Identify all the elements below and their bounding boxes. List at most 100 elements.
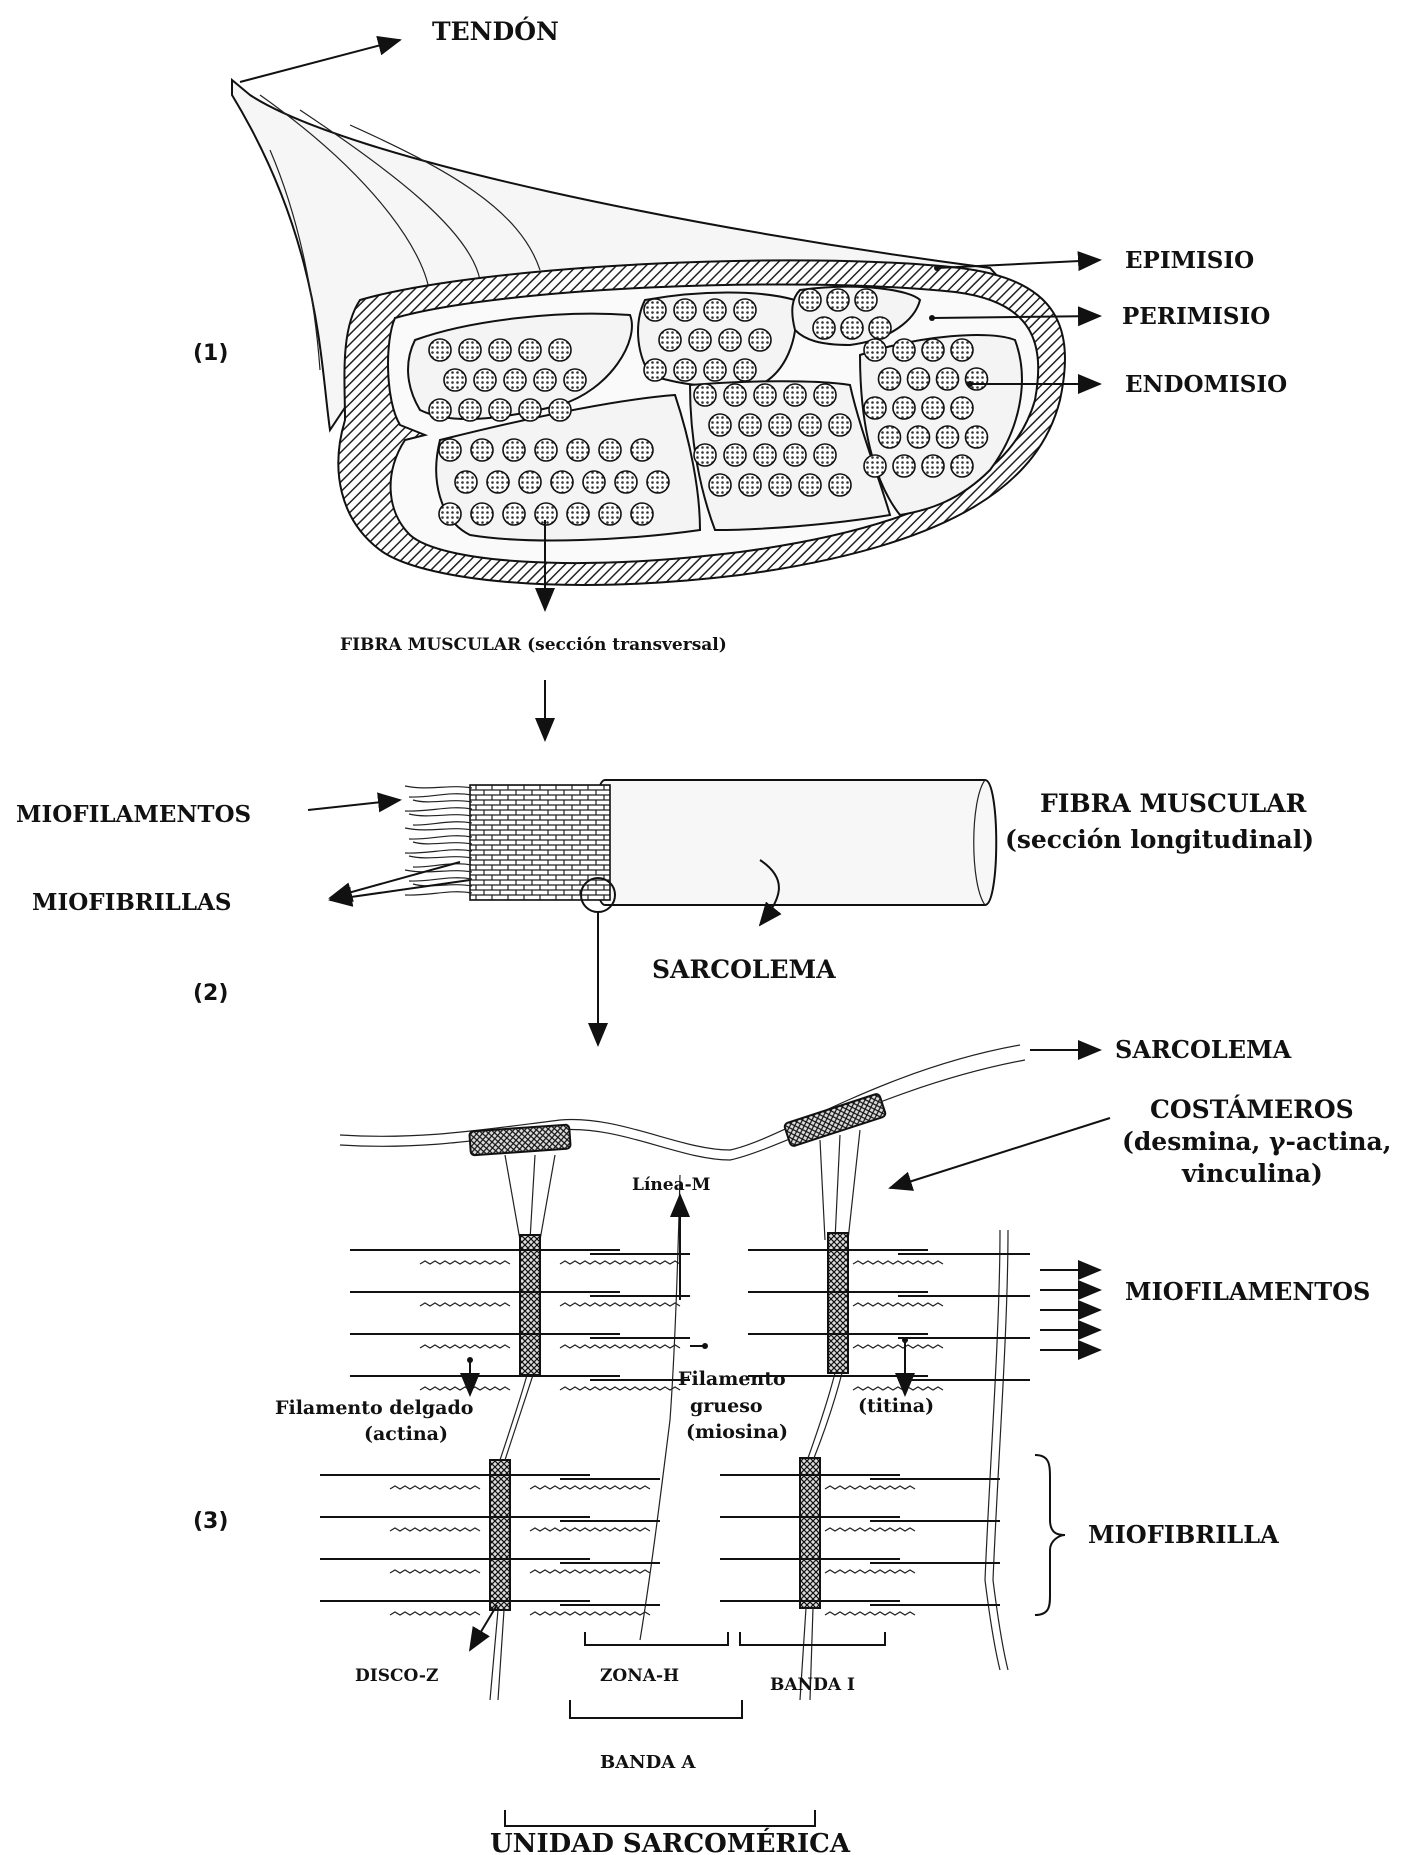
muscle-fiber <box>841 317 863 339</box>
label-disco-z: DISCO-Z <box>355 1666 438 1686</box>
z-disc <box>490 1460 510 1610</box>
muscle-fiber <box>694 384 716 406</box>
muscle-fiber <box>799 289 821 311</box>
z-disc <box>800 1458 820 1608</box>
muscle-fiber <box>549 399 571 421</box>
muscle-fiber <box>583 471 605 493</box>
label-sarcolema-mid: SARCOLEMA <box>652 955 836 984</box>
label-section-2: (2) <box>193 981 228 1006</box>
muscle-fiber <box>769 414 791 436</box>
sarcomere-pointers <box>467 1270 1100 1826</box>
label-titina: (titina) <box>858 1395 934 1417</box>
muscle-fiber <box>474 369 496 391</box>
muscle-fiber <box>784 444 806 466</box>
costamere-right <box>784 1093 887 1147</box>
muscle-fiber <box>615 471 637 493</box>
muscle-fiber <box>599 503 621 525</box>
label-miofilamentos-top: MIOFILAMENTOS <box>16 801 251 828</box>
muscle-fiber <box>814 384 836 406</box>
muscle-fiber <box>519 399 541 421</box>
muscle-fiber <box>829 474 851 496</box>
muscle-fiber <box>724 384 746 406</box>
z-disc <box>520 1235 540 1375</box>
label-section-3: (3) <box>193 1509 228 1534</box>
muscle-fiber <box>551 471 573 493</box>
myofibril-bundle <box>470 785 610 900</box>
muscle-fiber <box>704 359 726 381</box>
muscle-fiber <box>922 455 944 477</box>
muscle-fiber <box>893 397 915 419</box>
label-fibra-long-1: FIBRA MUSCULAR <box>1040 789 1307 818</box>
muscle-fiber <box>459 399 481 421</box>
muscle-fiber <box>631 503 653 525</box>
muscle-fiber <box>644 359 666 381</box>
muscle-fiber <box>503 439 525 461</box>
muscle-fiber <box>647 471 669 493</box>
muscle-fiber <box>769 474 791 496</box>
muscle-fiber <box>739 414 761 436</box>
muscle-fiber <box>749 329 771 351</box>
muscle-fiber <box>814 444 836 466</box>
muscle-fiber <box>489 339 511 361</box>
label-epimisio: EPIMISIO <box>1125 247 1254 274</box>
muscle-fiber <box>429 399 451 421</box>
label-costameros-1: COSTÁMEROS <box>1150 1095 1354 1124</box>
muscle-fiber <box>631 439 653 461</box>
muscle-fiber <box>439 503 461 525</box>
muscle-fiber <box>869 317 891 339</box>
label-fil-grueso-3: (miosina) <box>686 1421 788 1443</box>
muscle-fiber <box>659 329 681 351</box>
muscle-fiber <box>739 474 761 496</box>
muscle-fiber <box>799 414 821 436</box>
muscle-fiber <box>567 503 589 525</box>
label-zona-h: ZONA-H <box>600 1666 679 1686</box>
label-sarcolema-top: SARCOLEMA <box>1115 1035 1292 1064</box>
muscle-fiber <box>813 317 835 339</box>
muscle-fiber <box>879 368 901 390</box>
muscle-fiber <box>459 339 481 361</box>
muscle-fiber <box>489 399 511 421</box>
muscle-fiber <box>564 369 586 391</box>
z-disc <box>828 1233 848 1373</box>
muscle-fiber <box>599 439 621 461</box>
muscle-fiber <box>937 426 959 448</box>
label-miofibrillas: MIOFIBRILLAS <box>32 889 231 916</box>
muscle-fiber <box>487 471 509 493</box>
muscle-fiber <box>444 369 466 391</box>
muscle-fiber <box>799 474 821 496</box>
muscle-fiber <box>549 339 571 361</box>
label-fil-grueso-1: Filamento <box>678 1368 786 1390</box>
label-linea-m: Línea-M <box>632 1175 711 1195</box>
muscle-fiber <box>951 455 973 477</box>
muscle-fiber <box>855 289 877 311</box>
muscle-fiber <box>535 439 557 461</box>
muscle-fiber-longitudinal <box>308 780 996 1045</box>
muscle-fiber <box>922 339 944 361</box>
muscle-fiber <box>504 369 526 391</box>
label-costameros-2: (desmina, γ-actina, <box>1122 1127 1391 1156</box>
muscle-fiber <box>951 397 973 419</box>
label-costameros-3: vinculina) <box>1181 1159 1323 1188</box>
label-unidad-sarcomerica: UNIDAD SARCOMÉRICA <box>490 1827 851 1855</box>
muscle-fiber <box>734 299 756 321</box>
label-fibra-transversal: FIBRA MUSCULAR (sección transversal) <box>340 635 727 655</box>
muscle-fiber <box>674 299 696 321</box>
muscle-fiber <box>567 439 589 461</box>
muscle-fiber <box>719 329 741 351</box>
label-section-1: (1) <box>193 341 228 366</box>
muscle-fiber <box>534 369 556 391</box>
label-fibra-long-2: (sección longitudinal) <box>1005 825 1314 854</box>
muscle-fiber <box>784 384 806 406</box>
muscle-fiber <box>519 471 541 493</box>
muscle-fiber <box>879 426 901 448</box>
muscle-fiber <box>689 329 711 351</box>
muscle-fiber <box>922 397 944 419</box>
muscle-fiber <box>908 368 930 390</box>
muscle-fiber <box>674 359 696 381</box>
muscle-fiber <box>951 339 973 361</box>
muscle-fiber <box>724 444 746 466</box>
muscle-fiber <box>709 414 731 436</box>
muscle-fiber <box>471 503 493 525</box>
muscle-fiber <box>694 444 716 466</box>
